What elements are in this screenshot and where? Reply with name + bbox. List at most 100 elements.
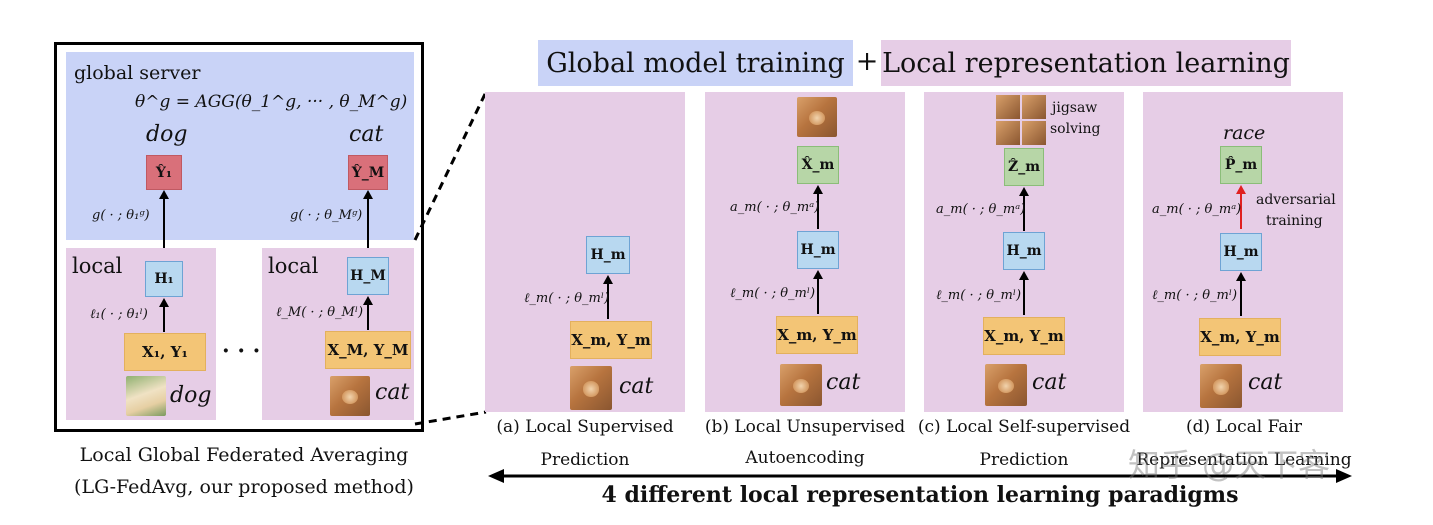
paradigm-d-image-label: cat [1248, 370, 1283, 395]
client1-arrow2 [163, 300, 165, 332]
client1-local-label: local [72, 254, 123, 278]
jigsaw-piece [996, 121, 1020, 145]
cat-photo-icon [330, 376, 370, 416]
paradigm-c-caption-line2: Prediction [979, 450, 1069, 470]
clientM-h-box: H_M [347, 257, 389, 295]
client1-image-label: dog [170, 383, 212, 408]
paradigm-b-caption-line1: (b) Local Unsupervised [704, 417, 906, 437]
paradigm-c-a-func: a_m( · ; θ_mᵃ) [936, 202, 1026, 217]
client1-prediction: dog [146, 122, 188, 147]
paradigm-c-top-box: Ẑ_m [1004, 148, 1044, 186]
paradigm-a-cat-photo-icon [570, 366, 612, 410]
paradigm-d-l-func: ℓ_m( · ; θ_mˡ) [1152, 288, 1238, 303]
client1-l-func: ℓ₁( · ; θ₁ˡ) [90, 307, 148, 322]
paradigm-a-xy-box: X_m, Y_m [570, 321, 652, 359]
clientM-g-func: g( · ; θ_Mᵍ) [290, 208, 363, 223]
jigsaw-piece [1022, 121, 1046, 145]
paradigm-b-a-func: a_m( · ; θ_mᵃ) [730, 200, 820, 215]
client1-yhat-box: Ŷ₁ [146, 155, 182, 190]
clientM-arrowhead [363, 190, 373, 199]
clientM-arrow-up [367, 192, 369, 254]
jigsaw-piece [1022, 95, 1046, 119]
paradigm-d-xy-box: X_m, Y_m [1199, 318, 1281, 356]
client1-g-func: g( · ; θ₁ᵍ) [92, 208, 150, 223]
clientM-l-func: ℓ_M( · ; θ_Mˡ) [276, 305, 364, 320]
header-local-label: Local representation learning [881, 40, 1291, 86]
paradigm-d-task-line1: adversarial [1256, 192, 1336, 208]
paradigm-c-l-func: ℓ_m( · ; θ_mˡ) [936, 288, 1022, 303]
paradigm-c-image-label: cat [1032, 370, 1067, 395]
paradigm-c-arrow-top [1023, 189, 1025, 231]
paradigm-c-h-box: H_m [1003, 232, 1045, 270]
lg-fedavg-frame [54, 42, 424, 432]
paradigm-d-cat-photo-icon [1200, 364, 1242, 408]
paradigm-d-arrow [1240, 274, 1242, 316]
header-plus: + [855, 46, 879, 77]
paradigm-d-h-box: H_m [1220, 233, 1262, 271]
clients-ellipsis: · · · [222, 338, 261, 364]
global-server-region [66, 52, 414, 240]
paradigm-c-task-line2: solving [1050, 121, 1101, 137]
client1-xy-box: X₁, Y₁ [124, 333, 206, 371]
client1-h-box: H₁ [145, 261, 183, 297]
paradigm-b-l-func: ℓ_m( · ; θ_mˡ) [730, 286, 816, 301]
clientM-yhat-box: Ŷ_M [348, 155, 388, 190]
paradigm-b-cat-photo-icon [780, 364, 822, 406]
paradigm-d-arrowhead [1236, 272, 1246, 281]
paradigm-b-top-box: X̂_m [797, 146, 839, 184]
paradigm-c-cat-photo-icon [985, 364, 1027, 406]
paradigm-b-h-box: H_m [797, 231, 839, 269]
paradigm-d-task-line2: training [1266, 213, 1323, 229]
paradigm-b-arrow [817, 272, 819, 314]
client1-arrow-up [163, 192, 165, 254]
paradigm-d-a-func: a_m( · ; θ_mᵃ) [1152, 202, 1242, 217]
header-global-label: Global model training [538, 40, 853, 86]
paradigm-d-top-box: P̂_m [1220, 146, 1262, 184]
paradigm-a-l-func: ℓ_m( · ; θ_mˡ) [524, 291, 610, 306]
paradigm-a-image-label: cat [619, 374, 654, 399]
clientM-xy-box: X_M, Y_M [325, 331, 411, 369]
clientM-arrow2 [367, 298, 369, 330]
clientM-local-label: local [268, 254, 319, 278]
paradigm-d-top-label: race [1223, 122, 1266, 144]
paradigm-b-caption-line2: Autoencoding [745, 448, 865, 468]
paradigm-b-arrowhead-top [813, 185, 823, 194]
paradigm-c-caption-line1: (c) Local Self-supervised [917, 417, 1131, 437]
client1-arrowhead [159, 190, 169, 199]
left-caption-line1: Local Global Federated Averaging [79, 444, 409, 466]
client1-arrowhead2 [159, 298, 169, 307]
clientM-arrowhead2 [363, 296, 373, 305]
paradigm-c-arrow [1023, 273, 1025, 315]
paradigm-b-image-label: cat [826, 370, 861, 395]
jigsaw-piece [996, 95, 1020, 119]
jigsaw-photo-icon [996, 95, 1046, 145]
clientM-prediction: cat [349, 122, 384, 147]
paradigm-c-arrowhead [1019, 271, 1029, 280]
header: Global model training + Local representa… [538, 40, 1298, 86]
aggregation-formula: θ^g = AGG(θ_1^g, ··· , θ_M^g) [135, 92, 408, 112]
dog-photo-icon [126, 376, 166, 416]
paradigm-d-caption-line2: Representation Learning [1136, 450, 1352, 470]
paradigm-b-arrow-top [817, 187, 819, 229]
paradigm-d-caption-line1: (d) Local Fair [1186, 417, 1302, 437]
footer-text: 4 different local representation learnin… [601, 482, 1239, 508]
paradigm-a-caption-line2: Prediction [540, 450, 630, 470]
adversarial-arrow [1240, 187, 1242, 229]
left-caption-line2: (LG-FedAvg, our proposed method) [74, 476, 414, 498]
paradigm-c-xy-box: X_m, Y_m [983, 317, 1065, 355]
server-label: global server [74, 62, 201, 84]
paradigm-c-task-line1: jigsaw [1052, 100, 1098, 116]
paradigm-a-arrowhead [603, 275, 613, 284]
paradigm-a-h-box: H_m [586, 236, 630, 274]
paradigm-b-recon-photo-icon [797, 97, 837, 137]
paradigm-c-arrowhead-top [1019, 187, 1029, 196]
paradigm-b-xy-box: X_m, Y_m [776, 316, 858, 354]
adversarial-arrowhead [1236, 185, 1246, 194]
paradigm-b-arrowhead [813, 270, 823, 279]
watermark: 知乎 @天下客 [1128, 446, 1331, 484]
paradigm-a-caption-line1: (a) Local Supervised [496, 417, 674, 437]
paradigm-a-arrow [607, 277, 609, 319]
clientM-image-label: cat [375, 380, 410, 405]
